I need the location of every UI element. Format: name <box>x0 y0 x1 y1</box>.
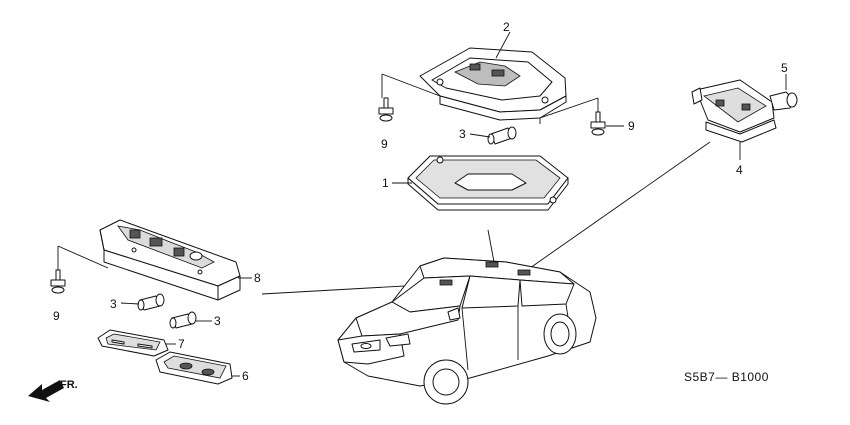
bulb-3-left <box>137 293 165 311</box>
bolt-9-top-right <box>590 111 606 136</box>
callout-9-top-right: 9 <box>628 119 635 133</box>
bulb-3-top <box>487 126 517 145</box>
part-2-housing <box>419 47 567 121</box>
part-4-lamp-assembly <box>691 79 777 143</box>
part-6-lens <box>155 351 233 385</box>
callout-9-top-left: 9 <box>381 137 388 151</box>
callout-5: 5 <box>781 61 788 75</box>
front-direction-label: FR. <box>60 379 78 391</box>
bolt-9-top-left <box>378 97 394 122</box>
part-5-bulb <box>769 91 798 111</box>
diagram-code: S5B7— B1000 <box>684 370 769 384</box>
car-illustration <box>337 257 597 405</box>
callout-3-left: 3 <box>110 297 117 311</box>
callout-1: 1 <box>382 176 389 190</box>
part-8-console <box>99 219 241 301</box>
part-1-lens <box>407 155 569 211</box>
bulb-3-right <box>169 311 197 329</box>
callout-4: 4 <box>736 163 743 177</box>
part-7-lens <box>97 329 169 357</box>
callout-9-left: 9 <box>53 309 60 323</box>
callout-8: 8 <box>254 271 261 285</box>
callout-3-top: 3 <box>459 127 466 141</box>
callout-7: 7 <box>178 337 185 351</box>
callout-3-right: 3 <box>214 314 221 328</box>
front-direction-arrow-icon <box>28 380 64 402</box>
callout-2: 2 <box>503 20 510 34</box>
callout-6: 6 <box>242 369 249 383</box>
bolt-9-left <box>50 269 66 294</box>
